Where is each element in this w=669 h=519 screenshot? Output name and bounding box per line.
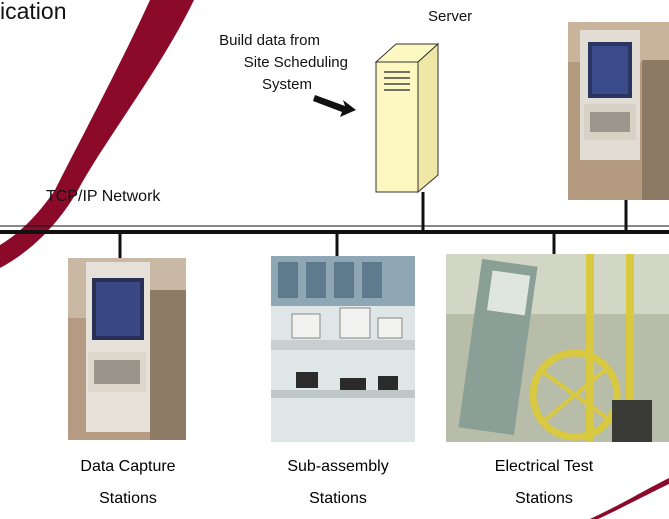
network-label: TCP/IP Network (46, 188, 161, 205)
station-caption-line-1: Data Capture (80, 458, 176, 475)
station-caption-line-1: Electrical Test (494, 458, 594, 475)
build-note-line-2: Site Scheduling (243, 54, 348, 71)
station-caption-sub-assembly: Sub-assembly Stations (256, 458, 420, 508)
tcp-ip-network-line (0, 192, 669, 258)
station-caption-data-capture: Data Capture Stations (44, 458, 212, 508)
kiosk-terminal-photo (568, 22, 669, 200)
station-caption-line-2: Stations (515, 490, 573, 507)
build-note-line-1: Build data from (219, 32, 320, 49)
station-caption-line-1: Sub-assembly (287, 458, 389, 475)
station-caption-line-2: Stations (99, 490, 157, 507)
server-label: Server (428, 8, 473, 25)
sub-assembly-lab-photo (271, 256, 415, 442)
accent-swoosh (0, 0, 194, 268)
accent-swoosh-bottom (590, 478, 669, 519)
build-note-line-3: System (261, 76, 312, 93)
server-tower-icon (374, 42, 440, 194)
data-capture-kiosk-photo (68, 258, 186, 440)
station-caption-electrical-test: Electrical Test Stations (462, 458, 626, 508)
electrical-test-photo (446, 254, 669, 442)
arrow-right-icon (313, 95, 356, 117)
station-caption-line-2: Stations (309, 490, 367, 507)
slide-title-fragment: ication (0, 0, 67, 24)
build-data-note: Build data from Site Scheduling System (160, 30, 356, 96)
